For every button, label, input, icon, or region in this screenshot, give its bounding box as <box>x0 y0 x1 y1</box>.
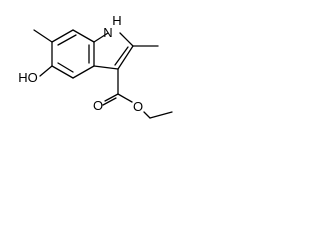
bond-c5-oh <box>39 65 53 77</box>
bond-oester-ch2 <box>143 111 151 119</box>
bond-c7-c6 <box>51 29 74 43</box>
bond-n1-c2 <box>119 32 134 47</box>
chemical-structure: H N HO O O <box>18 13 173 119</box>
bond-c6-methyl <box>33 29 53 43</box>
bond-ch2-ch3 <box>149 111 173 119</box>
atom-label-n: N <box>103 25 112 40</box>
molecule-canvas: H N HO O O <box>0 0 193 149</box>
bond-c5-c4 <box>51 65 74 79</box>
atom-label-h: H <box>112 13 121 28</box>
atom-label-hydroxyl: HO <box>18 70 38 85</box>
atom-label-carbonyl-oxygen: O <box>93 98 103 113</box>
bond-c7a-c7 <box>72 29 95 43</box>
bond-c3-c3a <box>93 65 119 70</box>
bond-c7a-n1 <box>93 32 109 43</box>
bond-c5-c4-inner <box>57 62 74 73</box>
bond-carbonyl-double-1 <box>104 93 119 102</box>
bond-carbonyl-double-2 <box>102 97 117 106</box>
atom-label-ester-oxygen: O <box>133 99 143 114</box>
bond-c2-c3-inner <box>114 46 129 66</box>
bond-c4-c3a <box>72 65 95 79</box>
bond-carbonyl-oester <box>117 93 133 103</box>
bond-c6-c6-inner <box>57 34 77 46</box>
bond-c2-c3 <box>117 45 134 70</box>
